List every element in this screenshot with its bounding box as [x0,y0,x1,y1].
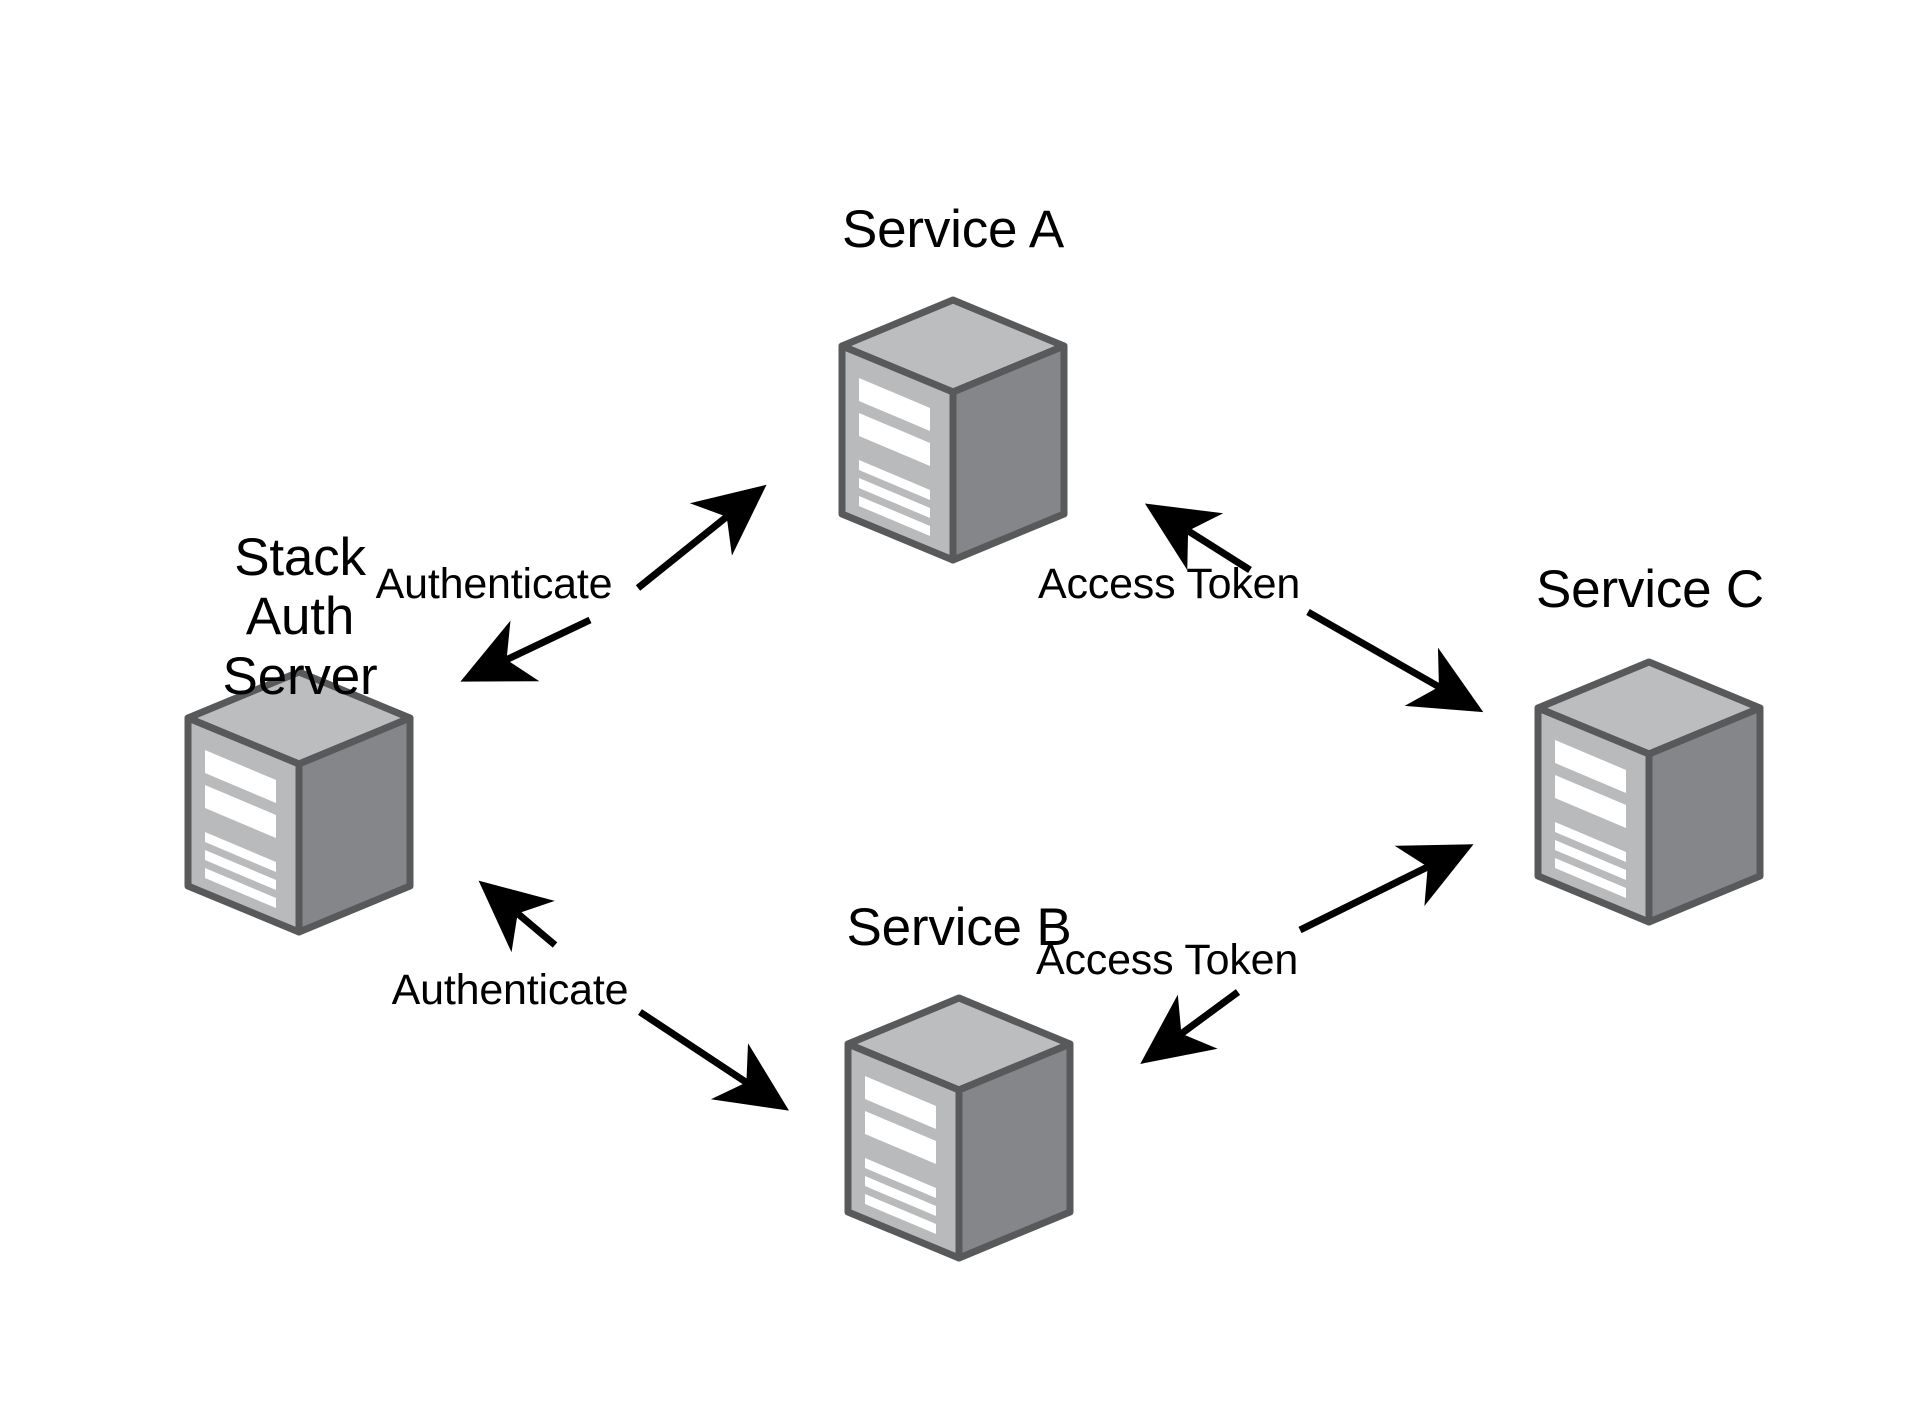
double-arrow-icon [1298,844,1474,934]
server-icon-service-c [1534,658,1764,926]
double-arrow-icon [460,616,592,682]
double-arrow-icon [638,1009,790,1111]
double-arrow-icon [1144,503,1252,573]
node-label-stack-auth-server: Stack Auth Server [222,528,378,706]
edge-authenticate-service-b [478,880,790,1111]
server-icon-service-a [838,296,1068,564]
server-icon-stack-auth-server [184,668,414,936]
edge-label-access-token-service-c-top: Access Token [1038,560,1301,608]
node-label-service-b: Service B [846,898,1072,957]
edge-authenticate-service-a [460,484,767,682]
server-icon-service-b [844,994,1074,1262]
edge-access-token-service-c-bottom [1140,844,1474,1064]
double-arrow-icon [1140,989,1241,1064]
double-arrow-icon [478,880,558,953]
edge-access-token-service-c-top [1144,503,1484,713]
edge-label-authenticate-service-b: Authenticate [391,966,629,1014]
edge-label-authenticate-service-a: Authenticate [375,560,613,608]
edge-label-access-token-service-c-bottom: Access Token [1036,936,1299,984]
node-label-service-c: Service C [1536,560,1764,619]
double-arrow-icon [1306,608,1484,713]
node-label-service-a: Service A [841,200,1065,259]
double-arrow-icon [635,484,767,591]
